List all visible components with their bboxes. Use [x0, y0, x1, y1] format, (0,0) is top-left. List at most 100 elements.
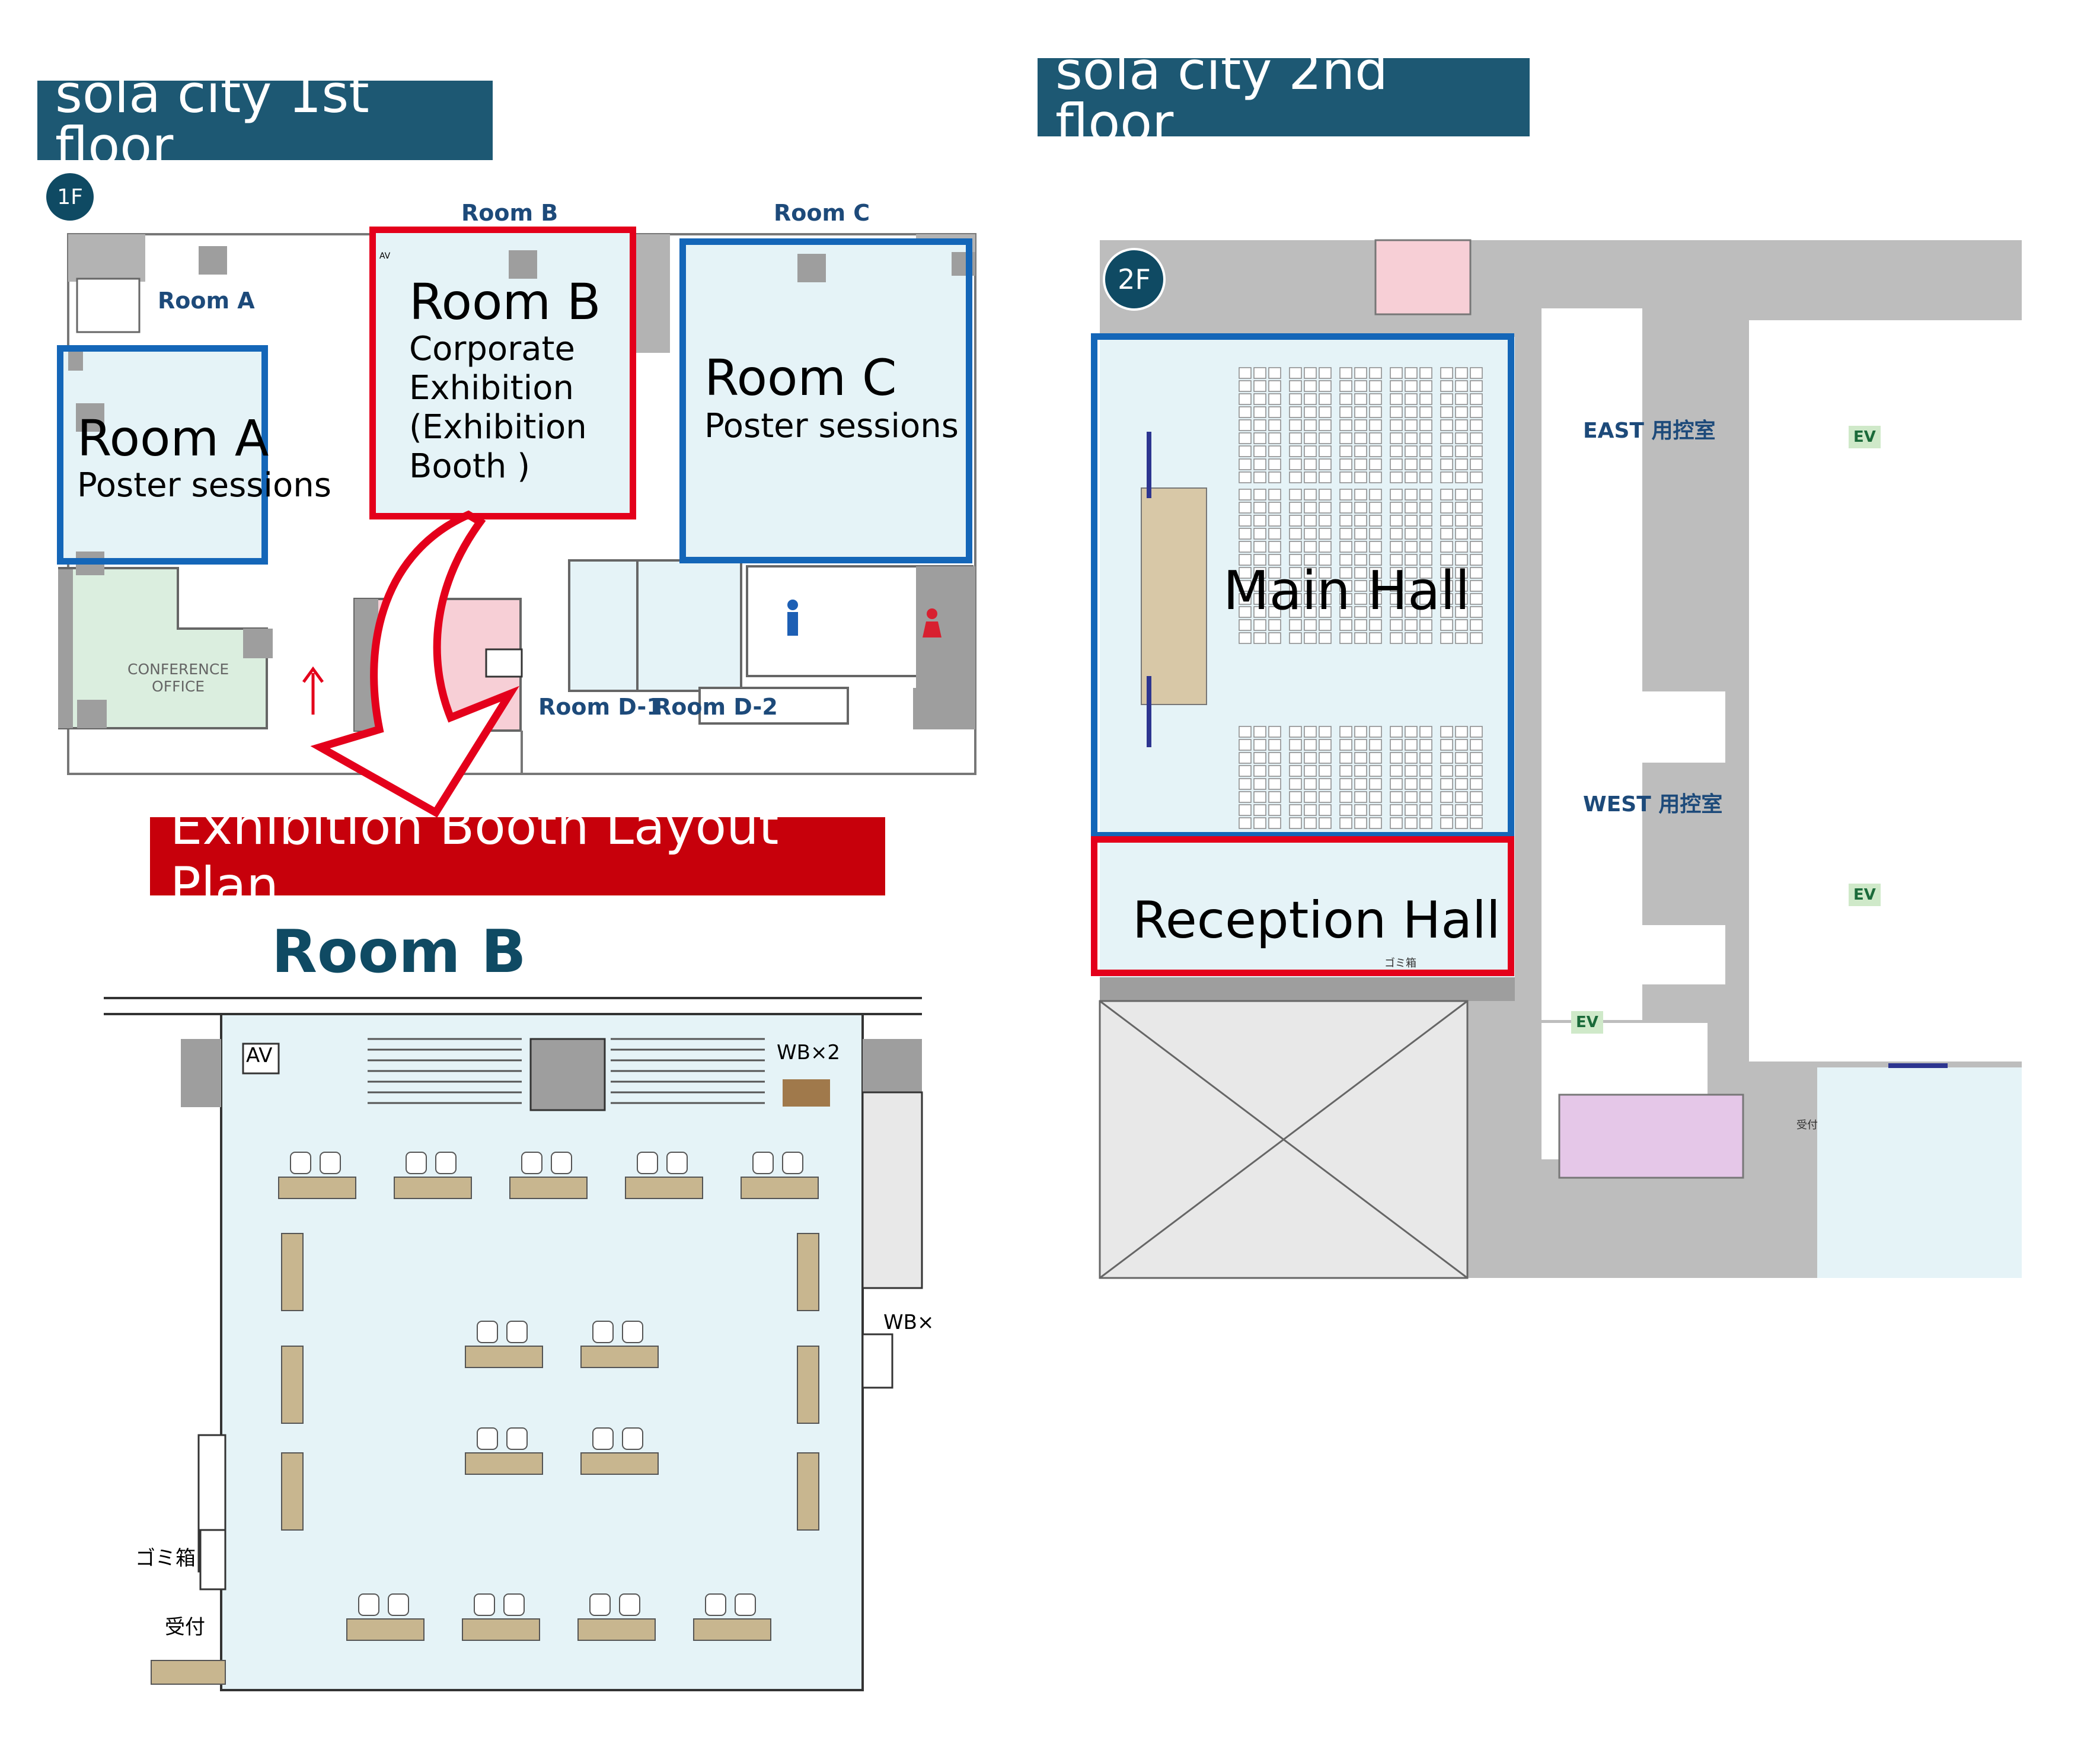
hall-seat — [1268, 445, 1281, 457]
main-hall-highlight — [1091, 333, 1514, 839]
booth-chair — [592, 1427, 614, 1450]
hall-seat — [1369, 804, 1382, 816]
hall-seat — [1339, 406, 1352, 418]
hall-seat — [1289, 432, 1302, 444]
hall-seat — [1239, 567, 1252, 579]
hall-seat — [1289, 528, 1302, 540]
hall-seat — [1419, 632, 1432, 644]
hall-seat — [1354, 419, 1367, 431]
hall-seat — [1339, 528, 1352, 540]
hall-seat — [1405, 489, 1418, 501]
hall-seat — [1253, 791, 1266, 803]
booth-chair — [406, 1152, 427, 1174]
room-c-name: Room C — [704, 349, 897, 407]
hall-seat — [1369, 817, 1382, 829]
hall-seat — [1253, 471, 1266, 483]
hall-seat — [1319, 541, 1332, 553]
room-b-highlight — [369, 227, 636, 519]
hall-seat — [1405, 471, 1418, 483]
hall-seat — [1419, 791, 1432, 803]
hall-seat — [1268, 726, 1281, 738]
hall-seat — [1390, 739, 1403, 751]
hall-seat — [1369, 739, 1382, 751]
hall-seat — [1319, 567, 1332, 579]
hall-seat — [1304, 528, 1317, 540]
wb-right-label: WB× — [883, 1311, 934, 1334]
hall-seat — [1455, 419, 1468, 431]
hall-seat — [1419, 619, 1432, 631]
hall-seat — [1455, 726, 1468, 738]
booth-table — [281, 1346, 304, 1424]
hall-seat — [1239, 528, 1252, 540]
hall-seat — [1440, 445, 1453, 457]
hall-seat — [1289, 619, 1302, 631]
hall-seat — [1390, 419, 1403, 431]
hall-seat — [1455, 458, 1468, 470]
hall-seat — [1304, 765, 1317, 777]
hall-seat — [1455, 778, 1468, 790]
hall-seat — [1339, 739, 1352, 751]
hall-seat — [1253, 606, 1266, 618]
hall-seat — [1304, 817, 1317, 829]
hall-seat — [1405, 619, 1418, 631]
hall-seat — [1405, 367, 1418, 379]
hall-seat — [1253, 632, 1266, 644]
hall-seat — [1440, 528, 1453, 540]
hall-seat — [1405, 778, 1418, 790]
hall-seat — [1405, 515, 1418, 527]
hall-seat — [1470, 606, 1483, 618]
hall-seat — [1319, 458, 1332, 470]
room-c-tag: Room C — [774, 200, 870, 226]
hall-seat — [1289, 541, 1302, 553]
booth-av-label: AV — [246, 1044, 273, 1067]
booth-table — [741, 1177, 819, 1199]
hall-seat — [1239, 739, 1252, 751]
hall-seat — [1369, 471, 1382, 483]
hall-seat — [1319, 367, 1332, 379]
booth-chair — [666, 1152, 688, 1174]
floor2-uketsuke-label: 受付 — [1796, 1119, 1818, 1131]
hall-seat — [1268, 778, 1281, 790]
hall-seat — [1304, 739, 1317, 751]
hall-seat — [1289, 406, 1302, 418]
booth-chair — [474, 1593, 495, 1616]
hall-seat — [1405, 752, 1418, 764]
hall-seat — [1239, 406, 1252, 418]
hall-seat — [1253, 367, 1266, 379]
hall-seat — [1354, 817, 1367, 829]
booth-chair — [782, 1152, 803, 1174]
hall-seat — [1455, 567, 1468, 579]
hall-seat — [1239, 606, 1252, 618]
ev26-freight-label: （搬入出用） — [1910, 434, 2010, 454]
hall-seat — [1354, 528, 1367, 540]
hall-seat — [1289, 593, 1302, 605]
booth-chair — [637, 1152, 658, 1174]
room-a-desc: Poster sessions — [77, 466, 331, 505]
hall-seat — [1419, 528, 1432, 540]
hall-seat — [1339, 367, 1352, 379]
ev-label-2: EV — [1849, 884, 1881, 906]
hall-seat — [1390, 471, 1403, 483]
hall-seat — [1339, 619, 1352, 631]
hall-seat — [1470, 632, 1483, 644]
room-a-highlight — [57, 345, 268, 565]
hall-seat — [1289, 367, 1302, 379]
booth-table — [797, 1346, 819, 1424]
hall-seat — [1440, 393, 1453, 405]
hall-seat — [1319, 393, 1332, 405]
hall-seat — [1369, 380, 1382, 392]
hall-seat — [1390, 406, 1403, 418]
hall-seat — [1440, 367, 1453, 379]
hall-seat — [1289, 632, 1302, 644]
hall-seat — [1253, 804, 1266, 816]
booth-table — [577, 1618, 656, 1641]
hall-seat — [1268, 380, 1281, 392]
hall-seat — [1390, 726, 1403, 738]
hall-seat — [1455, 619, 1468, 631]
booth-table — [797, 1452, 819, 1531]
hall-seat — [1253, 458, 1266, 470]
hall-seat — [1304, 515, 1317, 527]
hall-seat — [1354, 502, 1367, 514]
